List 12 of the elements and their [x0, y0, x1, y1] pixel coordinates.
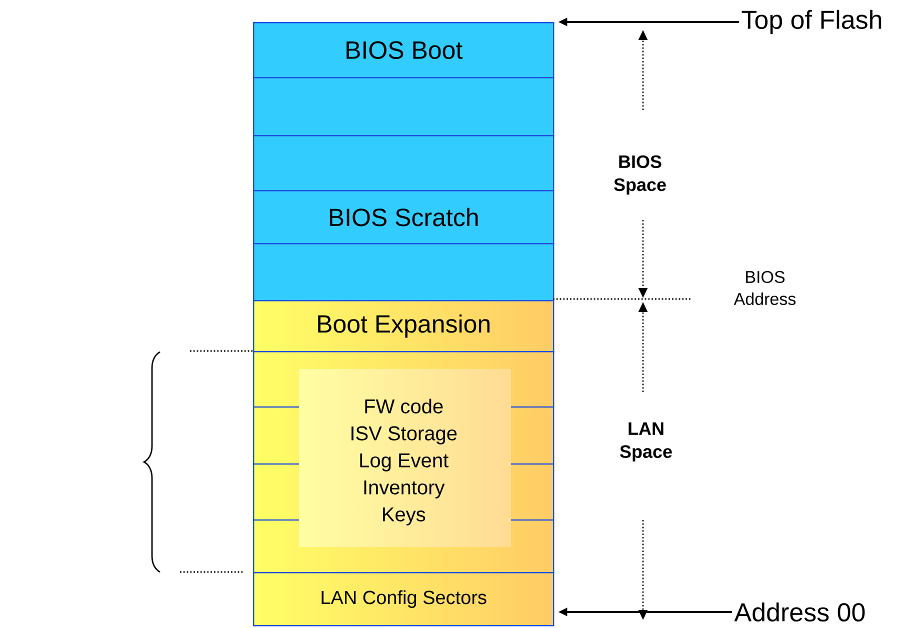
pointer-label: Address 00 — [734, 602, 865, 622]
dimension-label: BIOS Address — [734, 270, 796, 306]
pointer-label: Top of Flash — [742, 10, 882, 34]
memory-block: BIOS Scratch — [253, 190, 554, 244]
memory-block: Boot Expansion — [253, 300, 554, 352]
dimension-label: LAN Space — [620, 422, 672, 462]
memory-block — [253, 135, 554, 192]
memory-block — [253, 77, 554, 136]
memory-block — [253, 243, 554, 302]
memory-block: LAN Config Sectors — [253, 572, 554, 626]
memory-block: BIOS Boot — [253, 22, 554, 78]
dimension-label: BIOS Space — [614, 155, 666, 195]
